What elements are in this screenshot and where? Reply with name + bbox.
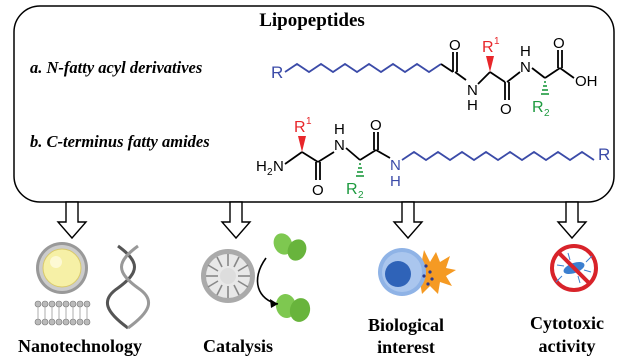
arrow-cytotoxic	[556, 201, 588, 240]
arrow-catalysis	[220, 201, 252, 240]
structure-b-h: H	[256, 158, 267, 175]
structure-a-n2: N	[520, 59, 531, 76]
nanotech-icons	[34, 242, 151, 330]
structure-a-o3: O	[553, 35, 565, 52]
structure-b-n2: N	[390, 157, 401, 174]
svg-text:2: 2	[267, 167, 273, 178]
down-arrows	[56, 201, 588, 240]
structure-a-r2-hash	[541, 81, 549, 95]
micelle-icon	[201, 249, 255, 303]
structure-a-r2: R	[532, 99, 544, 116]
bilayer-icon	[34, 300, 91, 326]
structure-b-h2: H	[390, 173, 401, 190]
structure-b: H 2 N R 1 O H N R 2	[256, 116, 610, 201]
svg-text:1: 1	[494, 36, 500, 47]
structure-b-n: N	[273, 158, 284, 175]
no-bacteria-icon	[550, 244, 598, 292]
structure-b-r2-hash	[356, 163, 364, 177]
structure-a-n1: N	[467, 82, 478, 99]
structure-b-r: R	[598, 145, 610, 164]
category-cytotoxic-line1: Cytotoxic	[530, 313, 604, 333]
structure-a-o1: O	[449, 37, 461, 54]
vesicle-icon	[36, 242, 88, 294]
container-box	[13, 5, 615, 203]
catalysis-arrow	[256, 257, 279, 305]
structure-a-fatty-chain	[284, 62, 442, 74]
structure-b-h1: H	[334, 121, 345, 138]
svg-text:2: 2	[358, 190, 364, 201]
figure-title: Lipopeptides	[259, 10, 365, 31]
catalysis-icons	[201, 233, 311, 322]
cell-icon	[378, 248, 456, 296]
structure-a-r: R	[271, 63, 283, 82]
svg-text:1: 1	[306, 116, 312, 127]
structure-a-r1-wedge	[486, 56, 494, 72]
structure-a-h2: H	[520, 43, 531, 60]
category-nanotechnology: Nanotechnology	[17, 336, 142, 356]
structure-b-r2: R	[346, 181, 358, 198]
structure-b-o1: O	[312, 182, 324, 199]
structure-a-r1: R	[482, 39, 494, 56]
category-catalysis: Catalysis	[202, 336, 273, 356]
structure-a-o2: O	[500, 101, 512, 118]
structure-a-oh: OH	[575, 73, 598, 90]
structure-b-fatty-chain	[401, 150, 595, 162]
structure-a: R O N H R 1 O H N	[271, 35, 598, 119]
svg-text:2: 2	[544, 108, 550, 119]
enzyme-icon	[273, 233, 311, 322]
category-cytotoxic-line2: activity	[538, 336, 596, 356]
row-a-label: a. N-fatty acyl derivatives	[30, 58, 203, 77]
structure-b-n1: N	[334, 137, 345, 154]
structure-a-h1: H	[467, 97, 478, 114]
row-b-label: b. C-terminus fatty amides	[30, 132, 210, 151]
structure-b-r1-wedge	[298, 136, 306, 152]
category-biological-line2: interest	[377, 337, 435, 357]
structure-b-o2: O	[370, 117, 382, 134]
helix-icon	[105, 244, 151, 330]
arrow-biological	[392, 201, 424, 240]
structure-b-r1: R	[294, 119, 306, 136]
category-biological-line1: Biological	[368, 315, 444, 335]
arrow-nano	[56, 201, 88, 240]
